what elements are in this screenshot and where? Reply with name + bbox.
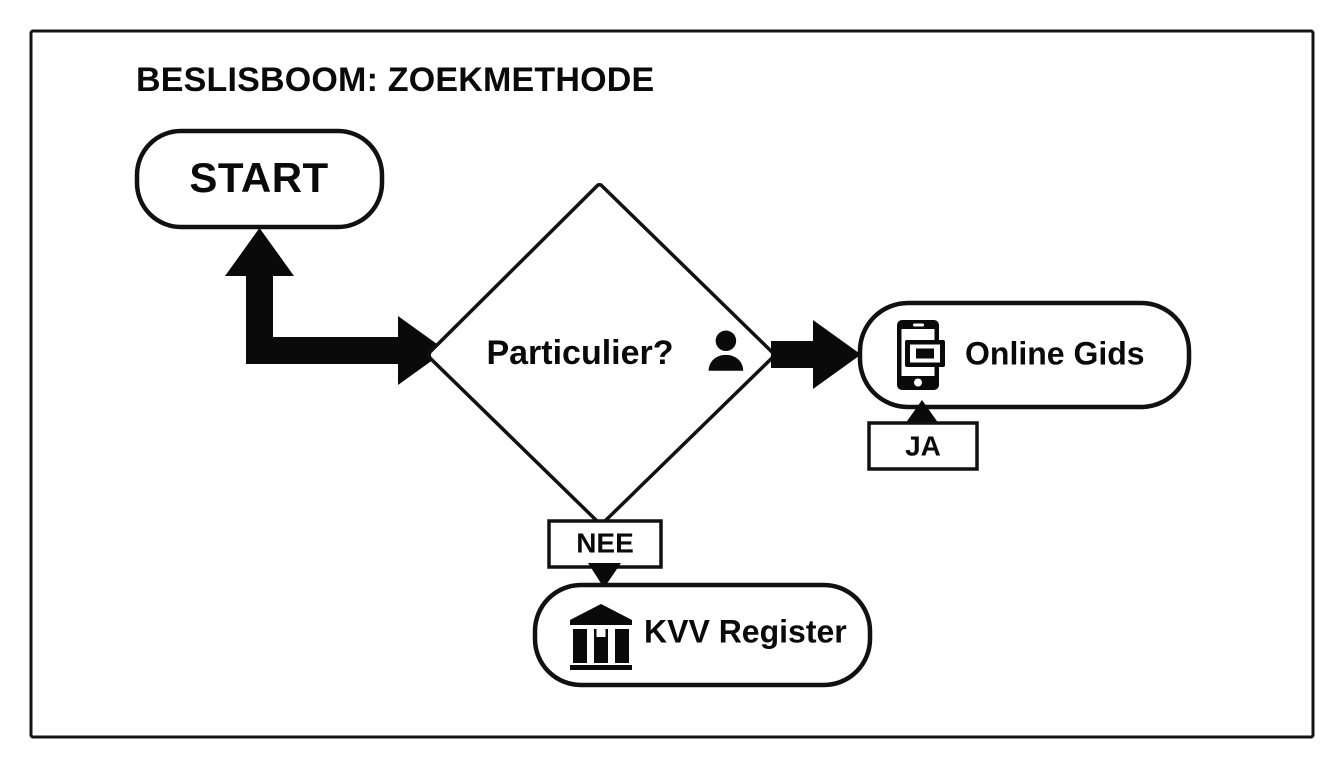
edge-arrowhead-right: [398, 316, 446, 385]
bank-building-icon: [570, 604, 632, 670]
edge-start-to-decision: [225, 228, 446, 385]
kvv-register-node-label: KVV Register: [644, 613, 847, 649]
start-node-shape: [134, 128, 385, 230]
nee-label-box: [547, 519, 663, 569]
online-gids-node-label: Online Gids: [965, 335, 1145, 371]
ja-label-box: [867, 421, 979, 471]
online-gids-node-shape: [857, 300, 1192, 410]
outer-border: [29, 29, 1315, 739]
node-kvv-register[interactable]: KVV Register: [532, 582, 873, 688]
person-icon: [708, 330, 744, 371]
node-decision[interactable]: Particulier?: [427, 183, 775, 525]
edge-label-yes: JA: [905, 430, 941, 461]
node-online-gids[interactable]: Online Gids: [857, 300, 1192, 410]
edge-label-no: NEE: [576, 527, 634, 558]
start-node-label: START: [189, 154, 328, 201]
edge-arrowhead-to-online-gids: [813, 320, 861, 389]
edge-shaft-horizontal: [246, 337, 416, 364]
decision-node-label: Particulier?: [486, 334, 673, 372]
node-start[interactable]: START: [134, 128, 385, 230]
edge-decision-to-online-gids: [771, 320, 861, 389]
page-title: BESLISBOOM: ZOEKMETHODE: [136, 61, 654, 99]
edge-arrowhead-up: [225, 228, 294, 276]
ja-arrowhead-up: [905, 400, 939, 424]
edge-label-no-group: NEE: [547, 519, 663, 588]
edge-label-yes-group: JA: [867, 400, 979, 471]
mobile-phone-icon: [897, 320, 945, 390]
nee-arrowhead-down: [588, 563, 621, 588]
